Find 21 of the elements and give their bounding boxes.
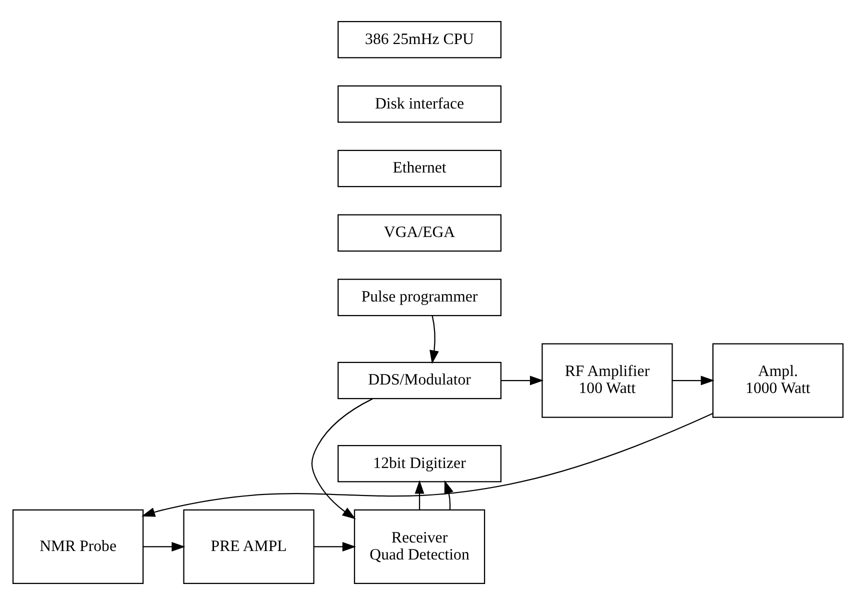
node-box: PRE AMPL <box>183 509 314 584</box>
node-box: RF Amplifier 100 Watt <box>542 343 673 418</box>
node-box: NMR Probe <box>12 509 144 584</box>
arrow <box>430 316 439 364</box>
node-box: Ethernet <box>338 150 502 188</box>
arrow <box>672 376 714 386</box>
node-box: Pulse programmer <box>338 278 502 316</box>
arrow <box>314 542 356 552</box>
arrow <box>143 542 186 552</box>
node-box: 386 25mHz CPU <box>338 20 502 58</box>
node-box: VGA/EGA <box>338 214 502 252</box>
node-box: DDS/Modulator <box>338 362 502 400</box>
node-box: Disk interface <box>338 85 502 123</box>
arrow <box>311 398 373 520</box>
node-box: Receiver Quad Detection <box>354 509 486 584</box>
arrow <box>141 413 713 517</box>
node-box: 12bit Digitizer <box>338 444 502 482</box>
arrow <box>414 480 424 510</box>
node-box: Ampl. 1000 Watt <box>712 343 844 418</box>
arrow <box>501 376 544 386</box>
arrow <box>444 480 454 510</box>
